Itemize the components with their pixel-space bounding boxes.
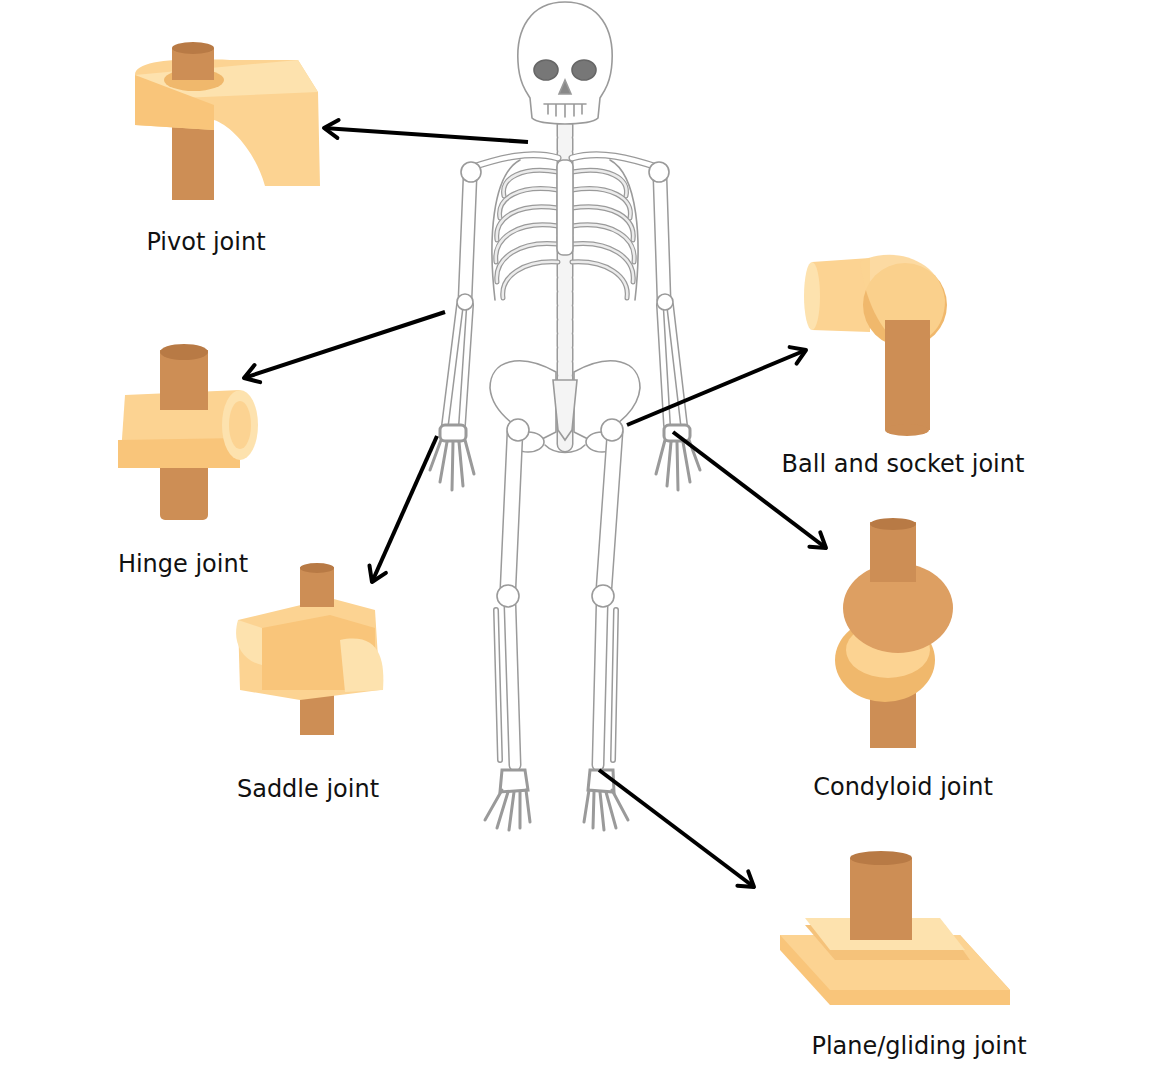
- joint-label: Hinge joint: [118, 549, 248, 579]
- saddle-joint-icon: [236, 563, 383, 735]
- joint-label: Pivot joint: [146, 227, 265, 257]
- joint-label: Plane/gliding joint: [811, 1031, 1026, 1061]
- joint-label: Condyloid joint: [813, 772, 993, 802]
- plane-joint-icon: [780, 851, 1010, 1005]
- hinge-joint-icon: [118, 344, 258, 520]
- skeleton: [430, 2, 700, 830]
- joint-label: Saddle joint: [237, 774, 379, 804]
- pivot-joint-icon: [135, 42, 320, 200]
- leader-arrows: [244, 128, 826, 887]
- joint-label: Ball and socket joint: [782, 449, 1025, 479]
- ball-and-socket-icon: [804, 255, 947, 436]
- condyloid-joint-icon: [835, 518, 953, 748]
